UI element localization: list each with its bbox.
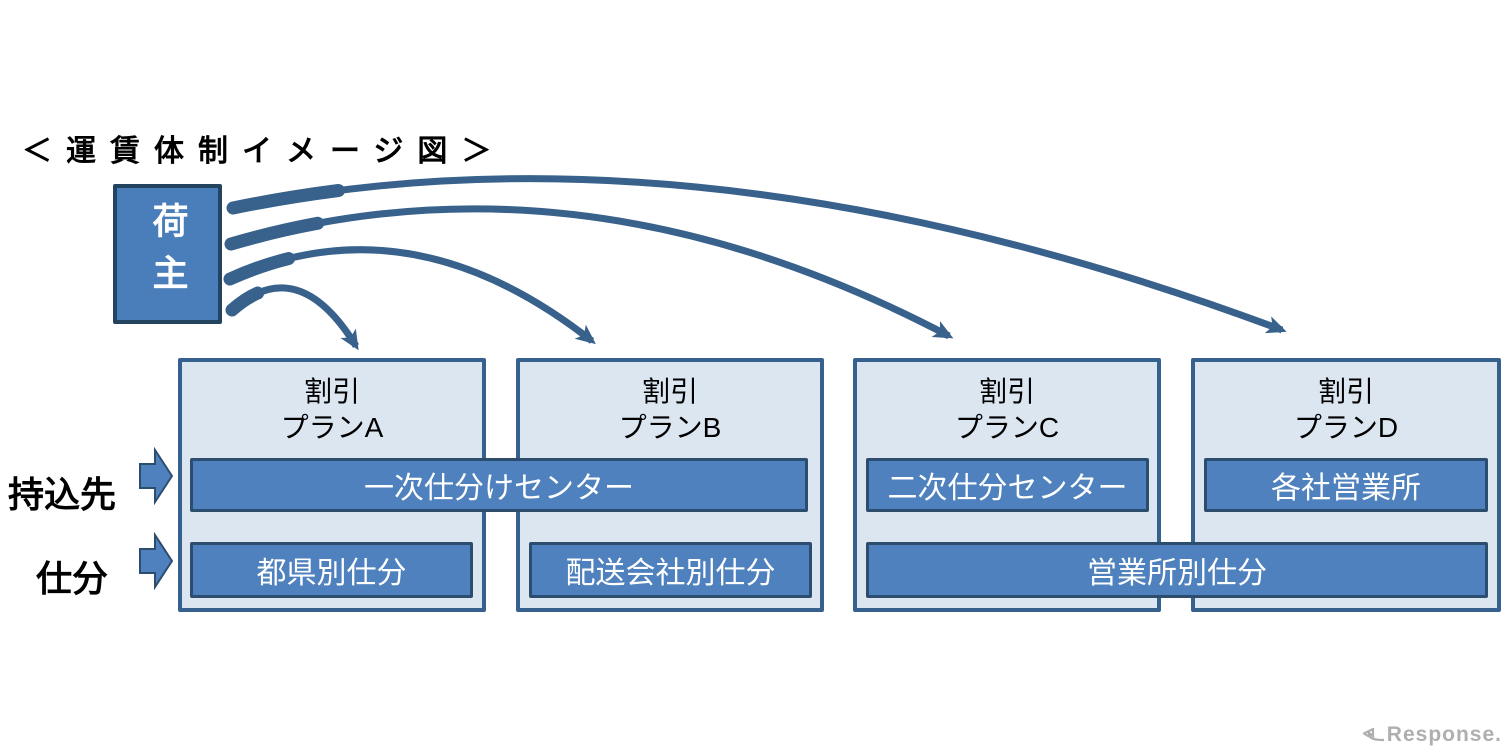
watermark-logo: Response. xyxy=(1362,723,1502,747)
plan-c-header: 割引 プランC xyxy=(857,374,1157,446)
shipper-box: 荷主 xyxy=(113,184,222,324)
bar-secondary-sorting-center: 二次仕分センター xyxy=(866,458,1149,512)
bar-sort-by-prefecture: 都県別仕分 xyxy=(190,542,473,598)
bar-sort-by-delivery-company: 配送会社別仕分 xyxy=(529,542,812,598)
arc-to-plan-a xyxy=(229,284,359,351)
shipper-label: 荷主 xyxy=(147,202,189,306)
row-label-sorting: 仕分 xyxy=(36,558,109,599)
plan-d-category: 割引 xyxy=(1317,376,1374,407)
arc-to-plan-b xyxy=(228,246,596,345)
watermark-text: Response. xyxy=(1386,723,1502,746)
watermark-arrow-icon xyxy=(1362,728,1384,742)
arc-to-plan-c xyxy=(230,205,954,340)
plan-c-name: プランC xyxy=(954,412,1060,443)
right-block-arrow-icon xyxy=(139,532,173,590)
plan-b-name: プランB xyxy=(618,412,722,443)
plan-b-header: 割引 プランB xyxy=(520,374,820,446)
bar-sort-by-sales-office: 営業所別仕分 xyxy=(866,542,1488,598)
plan-d-header: 割引 プランD xyxy=(1195,374,1497,446)
diagram-title: ＜運賃体制イメージ図＞ xyxy=(22,135,506,168)
plan-c-category: 割引 xyxy=(978,376,1035,407)
bar-company-sales-offices: 各社営業所 xyxy=(1204,458,1488,512)
bar-primary-sorting-center: 一次仕分けセンター xyxy=(190,458,808,512)
plan-d-name: プランD xyxy=(1293,412,1399,443)
arc-start-to-plan-b xyxy=(223,243,599,348)
plan-a-header: 割引 プランA xyxy=(182,374,482,446)
arc-start-to-plan-c xyxy=(224,202,956,343)
row-label-dropoff-destination: 持込先 xyxy=(8,474,117,515)
arc-start-to-plan-d xyxy=(226,172,1289,337)
arc-to-plan-d xyxy=(232,175,1287,334)
arc-start-to-plan-a xyxy=(225,281,363,353)
plan-a-category: 割引 xyxy=(303,376,360,407)
plan-a-name: プランA xyxy=(280,412,384,443)
right-block-arrow-icon xyxy=(139,447,173,505)
plan-b-category: 割引 xyxy=(641,376,698,407)
